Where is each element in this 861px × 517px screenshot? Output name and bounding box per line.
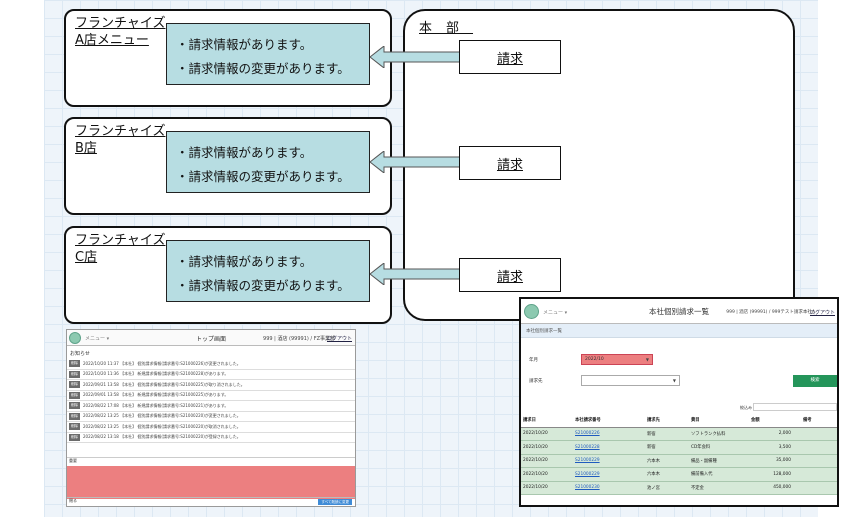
important-notice-header: 重要: [67, 457, 355, 465]
delete-tag[interactable]: 削除: [69, 412, 80, 420]
destination-select[interactable]: ▼: [581, 375, 680, 386]
delete-tag[interactable]: 削除: [69, 423, 80, 431]
table-row[interactable]: 2022/10/20 S21000226 新宿 ソフトランク払料 2,000: [521, 427, 837, 441]
menu-button[interactable]: メニュー ▾: [543, 310, 568, 316]
message-item: ・請求情報があります。: [176, 145, 313, 160]
column-header[interactable]: 本社請求番号: [573, 414, 645, 428]
table-row[interactable]: 2022/10/20 S21000229 六本木 備前備入代 128,000: [521, 467, 837, 482]
logo-icon: [524, 304, 539, 319]
chevron-down-icon: ▼: [645, 357, 649, 362]
message-item: ・請求情報の変更があります。: [176, 169, 350, 184]
delete-tag[interactable]: 削除: [69, 391, 80, 399]
important-notice-area: [67, 466, 355, 499]
message-item: ・請求情報の変更があります。: [176, 278, 350, 293]
logout-link[interactable]: ログアウト: [326, 336, 352, 342]
request-button-a[interactable]: 請求: [459, 40, 561, 74]
month-select[interactable]: 2022/10 ▼: [581, 354, 653, 365]
filter-input[interactable]: [753, 403, 837, 411]
close-link[interactable]: 閉る: [69, 498, 77, 503]
billing-list-subheader: 本社個別請求一覧: [521, 324, 837, 338]
table-header-row: 請求日 本社請求番号 請求先 費目 金額 備考: [521, 414, 837, 428]
search-button[interactable]: 検索: [793, 375, 837, 387]
billing-number-link[interactable]: S21000228: [573, 440, 645, 455]
column-header[interactable]: 費目: [689, 414, 749, 428]
column-header[interactable]: 請求先: [645, 414, 689, 428]
menu-button[interactable]: メニュー ▾: [85, 336, 110, 342]
arrow-left-icon: [370, 263, 462, 285]
message-box-c: ・請求情報があります。 ・請求情報の変更があります。: [166, 240, 370, 302]
message-item: ・請求情報があります。: [176, 37, 313, 52]
table-row[interactable]: 2022/10/20 S21000229 六本木 備品・副備種 35,000: [521, 454, 837, 468]
top-screen-header: メニュー ▾ トップ画面 999 | 酒店 (99991) / FZ事業部 ログ…: [67, 330, 355, 346]
top-screen-screenshot: メニュー ▾ トップ画面 999 | 酒店 (99991) / FZ事業部 ログ…: [66, 329, 356, 507]
message-box-b: ・請求情報があります。 ・請求情報の変更があります。: [166, 131, 370, 193]
delete-tag[interactable]: 削除: [69, 370, 80, 378]
mark-all-read-button[interactable]: すべて既読に変更: [318, 499, 352, 505]
logo-icon: [69, 332, 81, 344]
top-screen-title: トップ画面: [195, 336, 226, 343]
arrow-left-icon: [370, 46, 462, 68]
table-row[interactable]: 2022/10/20 S21000228 新宿 CD年会料 3,500: [521, 440, 837, 455]
billing-number-link[interactable]: S21000230: [573, 481, 645, 495]
filter-label: 絞込み: [740, 405, 752, 410]
notice-section-title: お知らせ: [70, 351, 90, 357]
billing-number-link[interactable]: S21000229: [573, 454, 645, 468]
month-label: 年月: [529, 358, 538, 363]
column-header[interactable]: 金額: [749, 414, 801, 428]
message-item: ・請求情報があります。: [176, 254, 313, 269]
billing-list-header: メニュー ▾ 本社個別請求一覧 999 | 酒店 (99991) / 999テス…: [521, 299, 837, 324]
billing-number-link[interactable]: S21000226: [573, 427, 645, 441]
user-info: 999 | 酒店 (99991) / 999テスト請求本社A: [726, 310, 815, 315]
delete-tag[interactable]: 削除: [69, 360, 80, 368]
destination-label: 請求先: [529, 379, 543, 384]
user-info: 999 | 酒店 (99991) / FZ事業部: [263, 336, 335, 342]
arrow-left-icon: [370, 151, 462, 173]
request-button-c[interactable]: 請求: [459, 258, 561, 292]
delete-tag[interactable]: 削除: [69, 433, 80, 441]
column-header[interactable]: 備考: [801, 414, 837, 428]
request-button-b[interactable]: 請求: [459, 146, 561, 180]
billing-number-link[interactable]: S21000229: [573, 467, 645, 482]
top-screen-footer: 閉る すべて既読に変更: [67, 497, 355, 506]
headquarters-title: 本部: [419, 21, 474, 36]
logout-link[interactable]: ログアウト: [809, 310, 835, 316]
table-row[interactable]: 2022/10/20 S21000230 池ノ宮 不定金 450,000: [521, 481, 837, 495]
message-item: ・請求情報の変更があります。: [176, 61, 350, 76]
delete-tag[interactable]: 削除: [69, 402, 80, 410]
delete-tag[interactable]: 削除: [69, 381, 80, 389]
billing-list-screenshot: メニュー ▾ 本社個別請求一覧 999 | 酒店 (99991) / 999テス…: [519, 297, 839, 507]
column-header[interactable]: 請求日: [521, 414, 573, 428]
chevron-down-icon: ▼: [672, 378, 676, 383]
message-box-a: ・請求情報があります。 ・請求情報の変更があります。: [166, 23, 370, 85]
billing-list-title: 本社個別請求一覧: [649, 307, 709, 316]
billing-table: 請求日 本社請求番号 請求先 費目 金額 備考 2022/10/20 S2100…: [521, 414, 837, 495]
